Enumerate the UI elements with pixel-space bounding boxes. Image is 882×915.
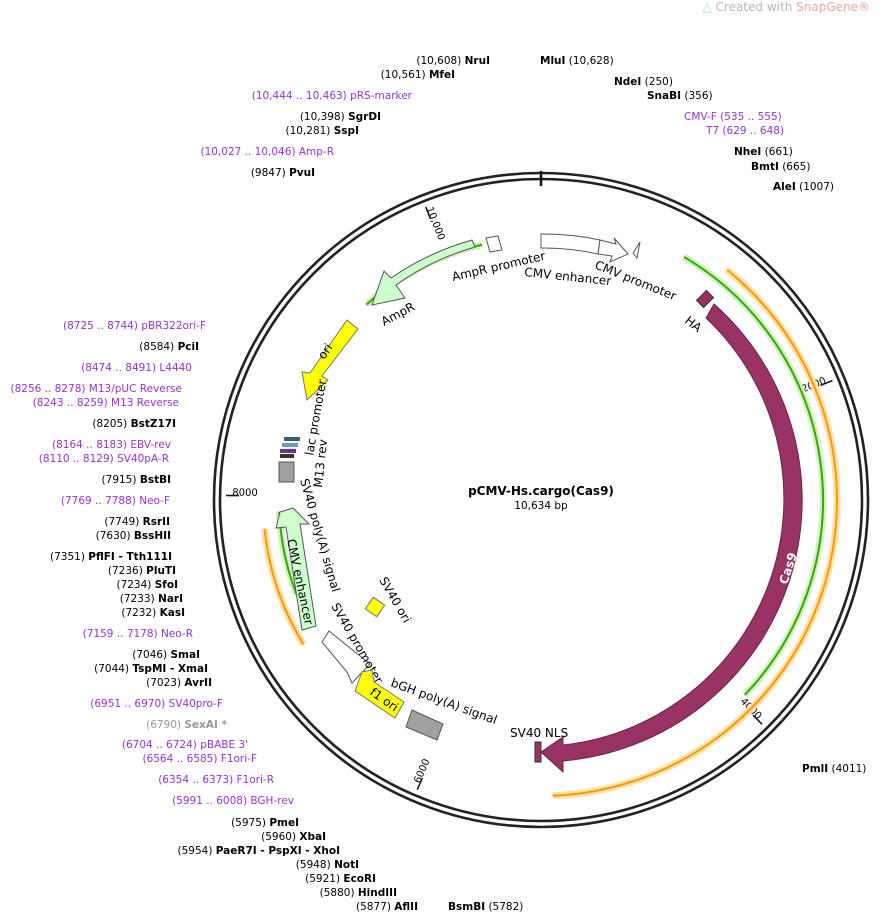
orf-neo-orange	[263, 528, 305, 646]
plasmid-name: pCMV-Hs.cargo(Cas9)	[468, 484, 614, 498]
enzyme-site-label: NdeI (250)	[614, 76, 673, 88]
enzyme-site-label: (5948) NotI	[296, 859, 359, 871]
enzyme-site-label: (7630) BssHII	[96, 530, 171, 542]
enzyme-site-label: (7749) RsrII	[104, 516, 170, 528]
feature-bgh-polya: bGH poly(A) signal	[389, 676, 499, 741]
tick-label: 10,000	[423, 205, 446, 242]
tick-label: 8000	[232, 488, 258, 499]
tick-mark	[425, 206, 432, 220]
feature-sv40-ori: SV40 ori	[364, 575, 414, 626]
enzyme-site-label: (6790) SexAI *	[146, 719, 227, 731]
backbone	[212, 171, 870, 829]
feature-label-sv40-ori: SV40 ori	[376, 575, 413, 626]
primer-site-label: (7159 .. 7178) Neo-R	[83, 628, 193, 640]
enzyme-site-label: (10,608) NruI	[416, 55, 490, 67]
enzyme-site-label: (7044) TspMI - XmaI	[94, 663, 208, 675]
orf-cas9-outer	[552, 268, 838, 797]
primer-site-label: (8256 .. 8278) M13/pUC Reverse	[10, 383, 182, 395]
feature-cas9: Cas9	[540, 303, 803, 774]
feature-label-sv40-nls: SV40 NLS	[510, 726, 568, 740]
feature-ori: ori	[301, 319, 359, 402]
primer-site-label: (8474 .. 8491) L4440	[81, 362, 192, 374]
site-labels: (10,608) NruI MluI (10,628) (10,561) MfeI N…	[10, 55, 866, 913]
primer-site-label: (6951 .. 6970) SV40pro-F	[90, 698, 223, 710]
watermark-icon: △	[702, 0, 712, 14]
feature-label-ha: HA	[682, 313, 705, 335]
primer-site-label: (8243 .. 8259) M13 Reverse	[33, 397, 179, 409]
enzyme-site-label: BsmBI (5782)	[448, 901, 523, 913]
enzyme-site-label: (10,281) SspI	[285, 125, 359, 137]
plasmid-size: 10,634 bp	[514, 500, 568, 512]
enzyme-site-label: (5877) AflII	[356, 901, 418, 913]
watermark-mark: ®	[858, 0, 870, 14]
enzyme-site-label: BmtI (665)	[751, 161, 810, 173]
primer-site-label: (10,444 .. 10,463) pRS-marker	[252, 90, 413, 102]
primer-site-label: (5991 .. 6008) BGH-rev	[172, 795, 294, 807]
watermark: △ Created with SnapGene®	[702, 0, 870, 14]
enzyme-site-label: (5880) HindIII	[320, 887, 397, 899]
enzyme-site-label: (10,561) MfeI	[381, 69, 455, 81]
enzyme-site-label: SnaBI (356)	[647, 90, 713, 102]
feature-label-bgh-polya: bGH poly(A) signal	[389, 676, 499, 727]
enzyme-site-label: (10,398) SgrDI	[300, 111, 381, 123]
enzyme-site-label: (7046) SmaI	[132, 649, 200, 661]
primer-site-label: T7 (629 .. 648)	[705, 125, 784, 137]
enzyme-site-label: (7351) PflFI - Tth111I	[50, 551, 172, 563]
primer-site-label: (8164 .. 8183) EBV-rev	[52, 439, 171, 451]
primer-site-label: (7769 .. 7788) Neo-F	[61, 495, 170, 507]
feature-neor-kanr: CMV enhancer	[275, 507, 317, 631]
enzyme-site-label: (5960) XbaI	[261, 831, 326, 843]
feature-label-ampr: AmpR	[379, 299, 417, 328]
enzyme-site-label: (5921) EcoRI	[305, 873, 376, 885]
tick-mark	[416, 777, 424, 790]
tick-label: 6000	[412, 757, 432, 785]
enzyme-site-label: (7236) PluTI	[108, 565, 176, 577]
orf-cas9-inner	[683, 256, 824, 696]
enzyme-site-label: (8205) BstZ17I	[92, 418, 176, 430]
feature-label-m13-rev: M13 rev	[311, 439, 330, 489]
primer-site-label: (6354 .. 6373) F1ori-R	[158, 774, 274, 786]
primer-site-label: CMV-F (535 .. 555)	[684, 111, 782, 123]
tick-mark	[820, 379, 833, 387]
primer-site-label: (8725 .. 8744) pBR322ori-F	[63, 320, 206, 332]
enzyme-site-label: (7023) AvrII	[146, 677, 212, 689]
enzyme-site-label: (5975) PmeI	[231, 817, 299, 829]
enzyme-site-label: MluI (10,628)	[540, 55, 614, 67]
enzyme-site-label: (8584) PciI	[139, 341, 199, 353]
enzyme-site-label: PmlI (4011)	[802, 763, 866, 775]
primer-site-label: (8110 .. 8129) SV40pA-R	[39, 453, 169, 465]
feature-sv40-nls: SV40 NLS	[510, 726, 568, 763]
enzyme-site-label: AleI (1007)	[773, 181, 834, 193]
watermark-prefix: Created with	[715, 0, 797, 14]
enzyme-site-label: (7232) KasI	[121, 607, 185, 619]
feature-cmv-promoter: CMV promoter	[593, 237, 678, 303]
primer-site-label: (10,027 .. 10,046) Amp-R	[200, 146, 334, 158]
tick-mark	[752, 714, 763, 725]
watermark-brand: SnapGene	[796, 0, 858, 14]
primer-site-label: (6564 .. 6585) F1ori-F	[142, 753, 257, 765]
enzyme-site-label: (7233) NarI	[120, 593, 183, 605]
enzyme-site-label: (7234) SfoI	[116, 579, 178, 591]
enzyme-site-label: (9847) PvuI	[251, 167, 315, 179]
enzyme-site-label: NheI (661)	[734, 146, 793, 158]
primer-site-label: (6704 .. 6724) pBABE 3'	[122, 739, 248, 751]
enzyme-site-label: (7915) BstBI	[102, 474, 171, 486]
enzyme-site-label: (5954) PaeR7I - PspXI - XhoI	[178, 845, 341, 857]
